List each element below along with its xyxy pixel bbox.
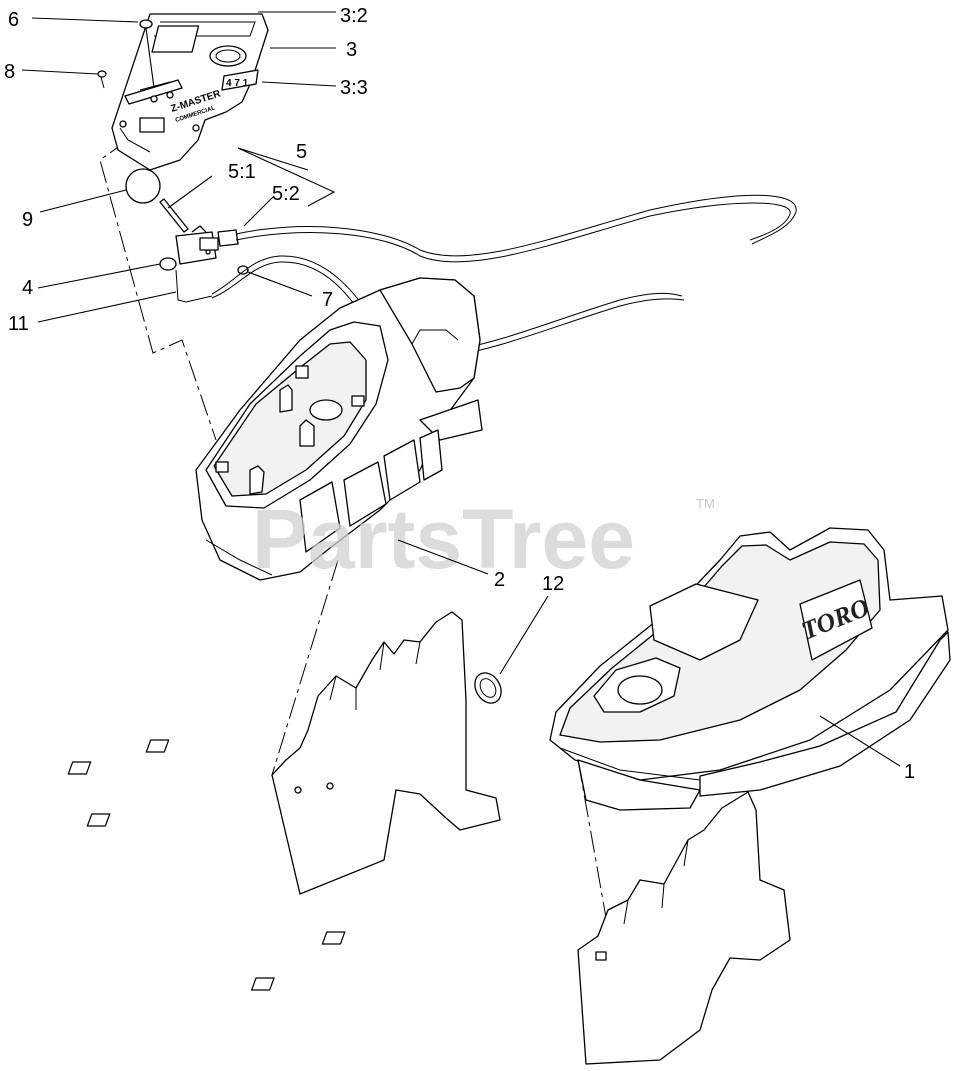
callout-5: 5 <box>296 141 307 163</box>
callout-11: 11 <box>8 313 29 335</box>
left-side-panel <box>67 611 501 895</box>
callout-4: 4 <box>22 277 33 299</box>
callout-8: 8 <box>4 61 15 83</box>
callout-3: 3 <box>346 39 357 61</box>
callout-9: 9 <box>22 209 33 231</box>
console-assembly: TORO <box>549 527 951 811</box>
watermark-text: PartsTree <box>252 492 635 586</box>
callout-3-3: 3:3 <box>340 77 368 99</box>
callout-3-2: 3:2 <box>340 5 368 27</box>
callout-7: 7 <box>322 289 333 311</box>
watermark-trademark: TM <box>696 496 715 511</box>
callout-6: 6 <box>8 9 19 31</box>
throttle-cables <box>211 194 797 358</box>
throttle-control <box>159 198 249 303</box>
callout-2: 2 <box>494 569 505 591</box>
leader-lines <box>21 11 901 767</box>
callout-12: 12 <box>542 573 564 595</box>
knob-part <box>125 168 161 204</box>
screw-part <box>97 70 107 89</box>
control-panel-cover: 4 7 1 Z-MASTER COMMERCIAL <box>111 13 269 171</box>
callout-5-2: 5:2 <box>272 183 300 205</box>
grommet-part <box>474 672 502 704</box>
callout-5-1: 5:1 <box>228 161 256 183</box>
console-housing <box>195 277 483 581</box>
plug-part <box>139 19 153 29</box>
callout-labels: 6 3:2 3 8 3:3 5 5:1 5:2 9 4 7 11 2 12 1 <box>4 5 915 783</box>
watermark: PartsTree TM <box>252 492 715 586</box>
callout-1: 1 <box>904 761 915 783</box>
decal-label: 4 7 1 <box>226 78 249 89</box>
right-side-panel <box>250 791 791 1065</box>
